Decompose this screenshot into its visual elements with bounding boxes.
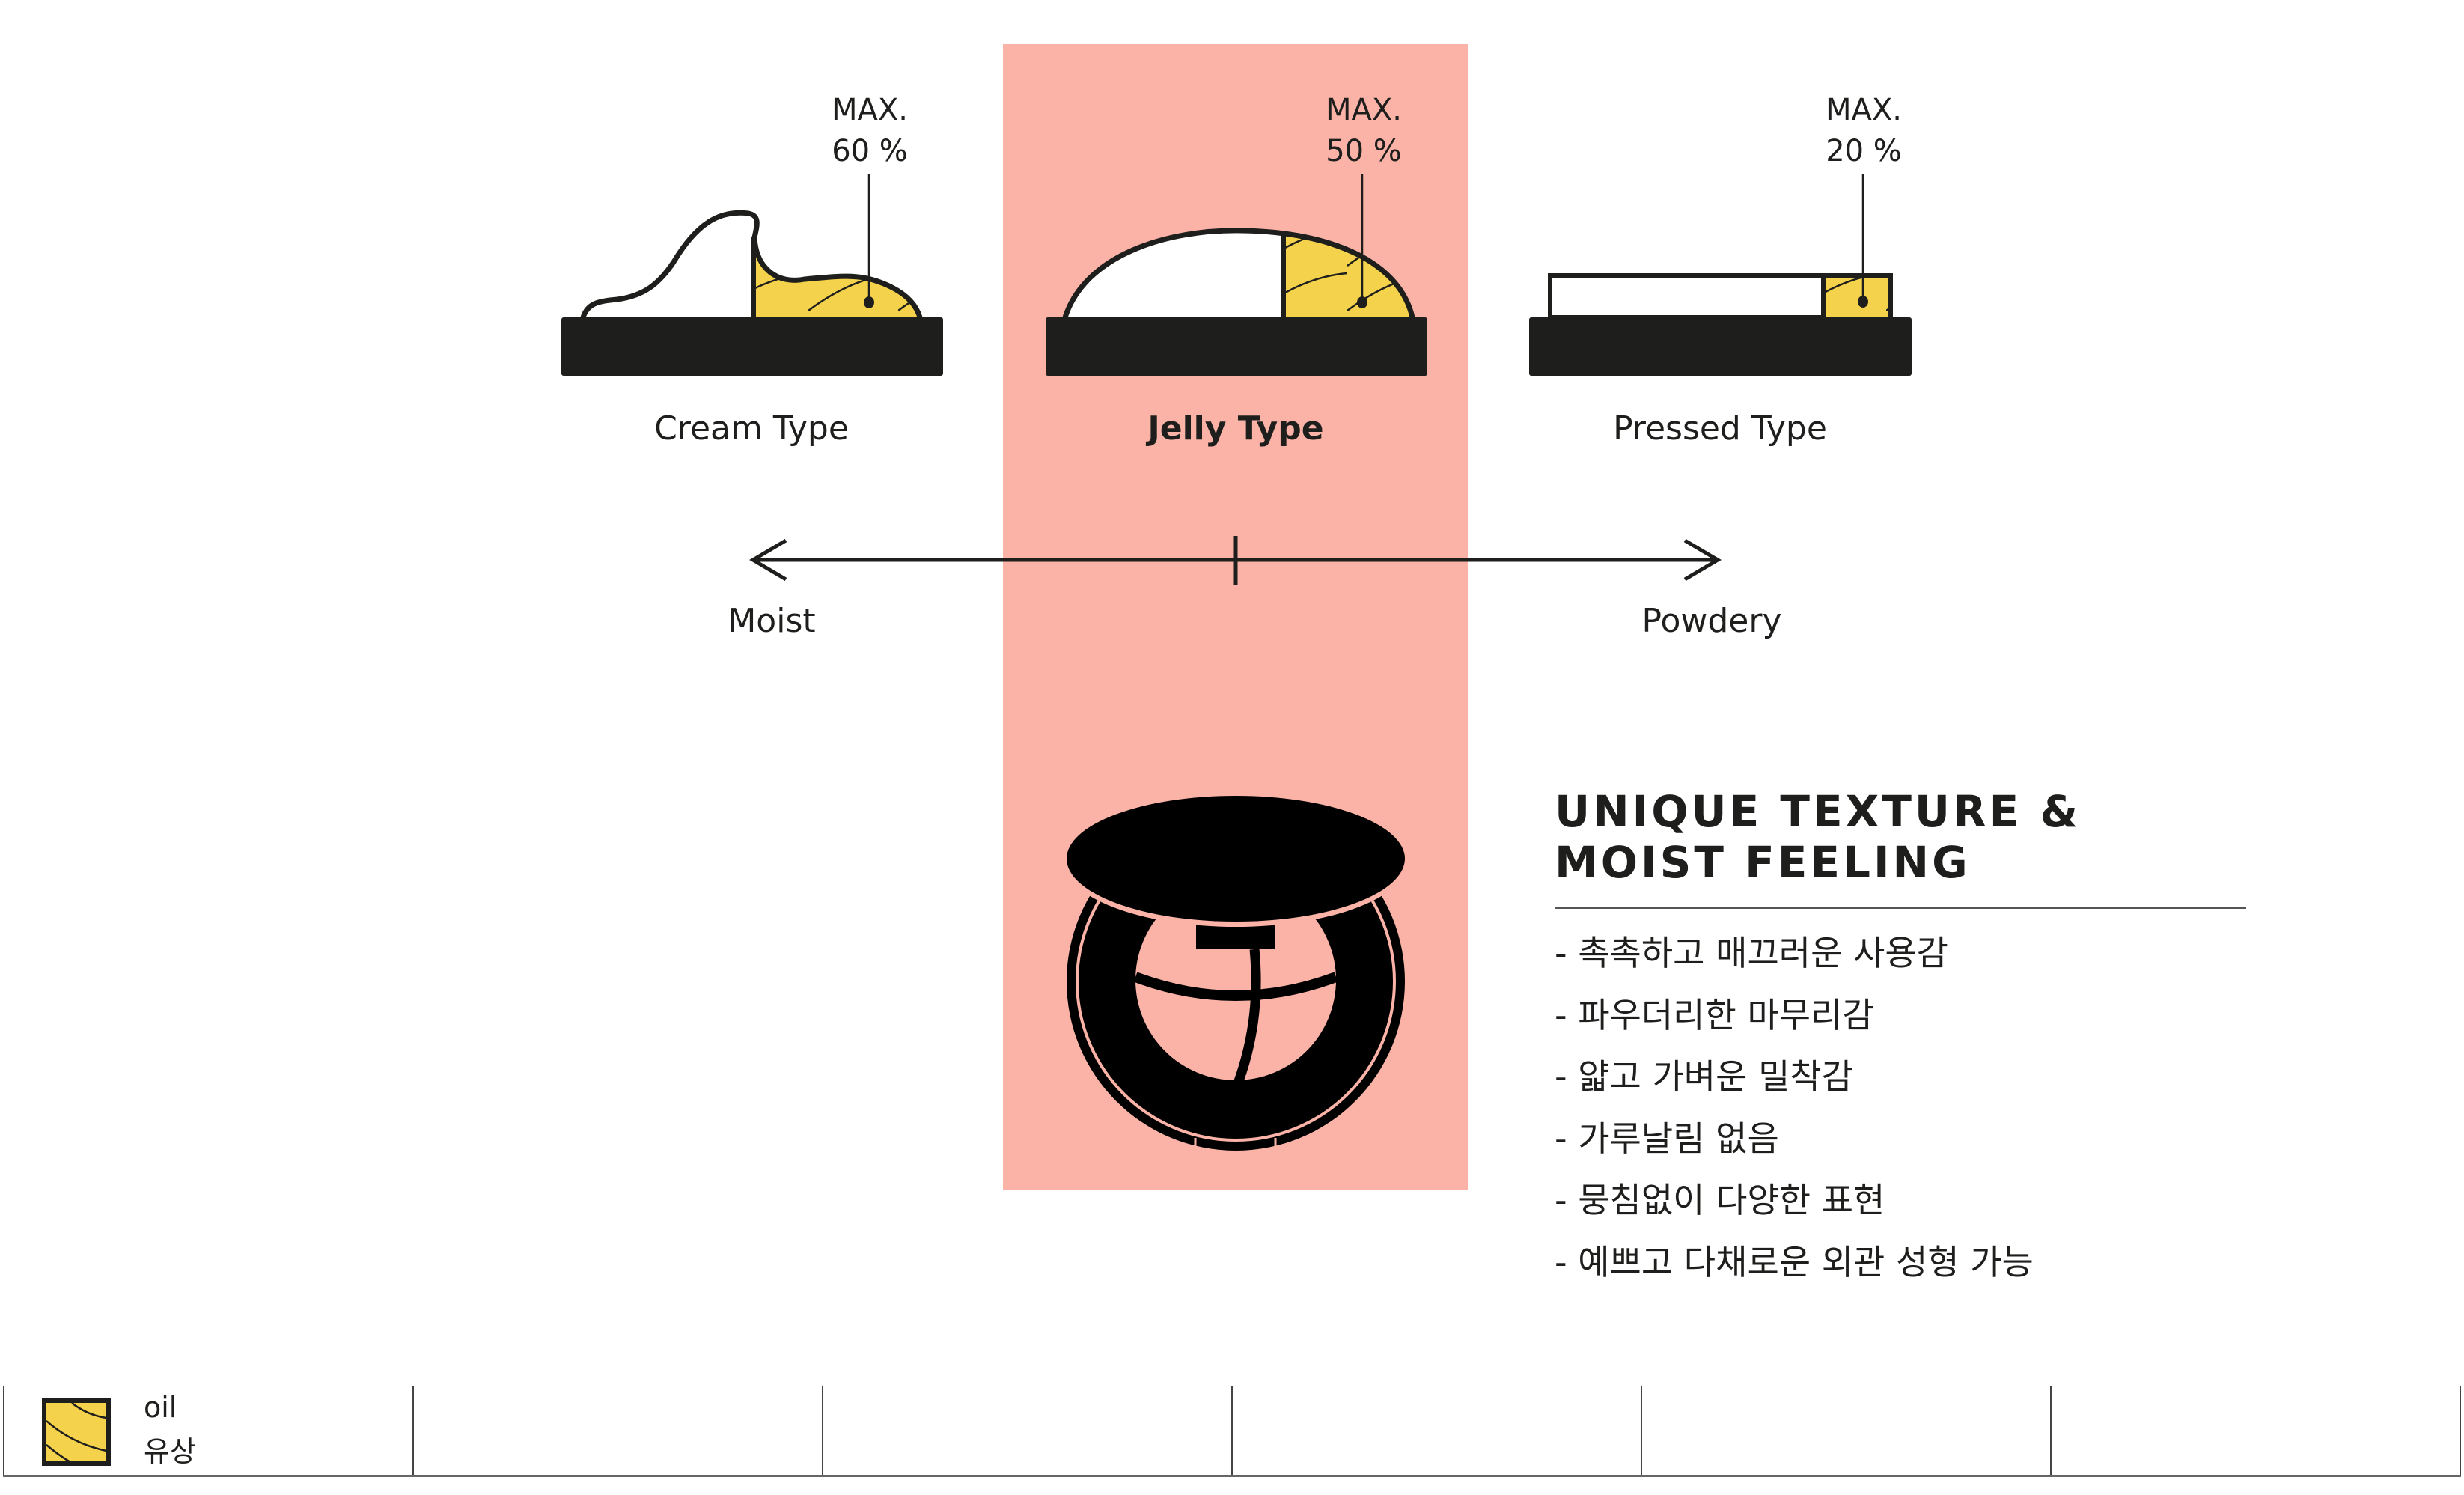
heading-line-2: MOIST FEELING	[1555, 837, 1971, 888]
cream-type-label: Cream Type	[654, 409, 849, 448]
jelly-type-label: Jelly Type	[1145, 409, 1323, 448]
pressed-max-label: MAX.	[1826, 93, 1902, 127]
jelly-max-value: 50 %	[1326, 134, 1402, 168]
scale-right-label: Powdery	[1642, 602, 1782, 640]
feature-item: - 얇고 가벼운 밀착감	[1555, 1056, 1854, 1097]
scale-left-label: Moist	[728, 602, 815, 640]
legend-label-en: oil	[144, 1391, 177, 1424]
compact-case-icon	[1062, 792, 1409, 1153]
legend-cell-empty	[1641, 1386, 2050, 1475]
pressed-max-value: 20 %	[1826, 134, 1902, 168]
cream-max-label: MAX.	[832, 93, 908, 127]
feature-item: - 파우더리한 마무리감	[1555, 994, 1874, 1035]
feature-heading: UNIQUE TEXTURE & MOIST FEELING	[1555, 786, 2251, 888]
feature-item: - 촉촉하고 매끄러운 사용감	[1555, 933, 1948, 973]
divider	[1555, 907, 2246, 909]
legend-label-ko: 유상	[144, 1435, 196, 1468]
pressed-type-illustration	[1529, 174, 1912, 376]
legend-cell-empty	[412, 1386, 822, 1475]
legend-cell-empty	[2050, 1386, 2461, 1475]
feature-item: - 가루날림 없음	[1555, 1118, 1779, 1159]
legend-cell-oil: oil 유상	[3, 1386, 412, 1475]
legend-cell-empty	[1231, 1386, 1641, 1475]
feature-list: - 촉촉하고 매끄러운 사용감 - 파우더리한 마무리감 - 얇고 가벼운 밀착…	[1555, 922, 2251, 1293]
legend-bar: oil 유상	[3, 1386, 2461, 1477]
jelly-type-illustration	[1046, 174, 1427, 376]
feature-item: - 예쁘고 다채로운 외관 성형 가능	[1555, 1241, 2034, 1282]
jelly-max-label: MAX.	[1326, 93, 1402, 127]
oil-swatch-icon	[42, 1398, 111, 1466]
cream-max-value: 60 %	[832, 134, 908, 168]
feature-item: - 뭉침없이 다양한 표현	[1555, 1180, 1885, 1220]
cream-type-illustration	[561, 174, 943, 376]
heading-line-1: UNIQUE TEXTURE &	[1555, 786, 2082, 837]
pressed-type-label: Pressed Type	[1613, 409, 1827, 448]
legend-cell-empty	[822, 1386, 1231, 1475]
feature-info-panel: UNIQUE TEXTURE & MOIST FEELING - 촉촉하고 매끄…	[1555, 786, 2251, 1293]
moist-powdery-scale-arrow	[749, 536, 1722, 585]
